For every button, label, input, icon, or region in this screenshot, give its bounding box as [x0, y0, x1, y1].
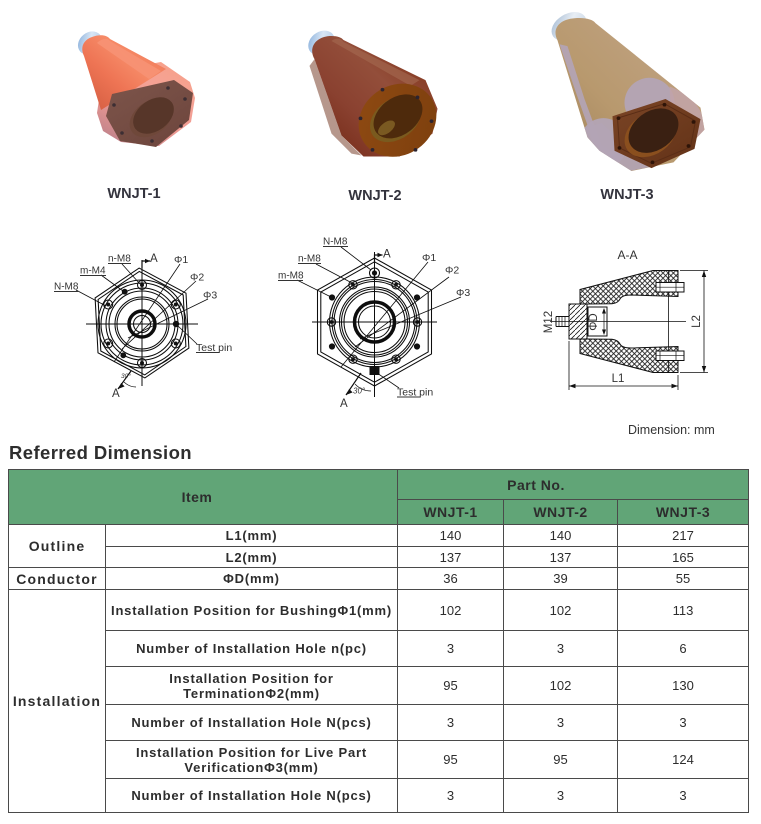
svg-text:30°: 30° [121, 372, 131, 380]
svg-text:30°: 30° [353, 387, 366, 396]
svg-text:ΦD: ΦD [588, 313, 600, 330]
svg-text:WNJT-2: WNJT-2 [348, 188, 401, 204]
svg-text:Φ2: Φ2 [445, 265, 459, 277]
svg-text:L2: L2 [691, 315, 703, 328]
svg-text:m-M4: m-M4 [80, 266, 106, 277]
svg-text:A: A [340, 398, 348, 410]
svg-text:Φ3: Φ3 [456, 287, 470, 299]
svg-text:Test pin: Test pin [196, 342, 232, 354]
svg-text:N-M8: N-M8 [54, 282, 79, 293]
svg-text:Φ2: Φ2 [190, 272, 204, 284]
svg-text:A: A [150, 253, 158, 265]
svg-text:WNJT-1: WNJT-1 [107, 186, 160, 202]
svg-text:Test pin: Test pin [397, 387, 433, 399]
svg-text:Dimension: mm: Dimension: mm [628, 423, 715, 437]
svg-text:Φ1: Φ1 [174, 254, 188, 266]
svg-text:Φ1: Φ1 [422, 252, 436, 264]
svg-text:n-M8: n-M8 [108, 254, 131, 265]
svg-text:A: A [383, 249, 391, 261]
svg-text:A: A [112, 388, 120, 400]
svg-text:n-M8: n-M8 [298, 254, 321, 265]
svg-text:A-A: A-A [617, 248, 637, 262]
svg-text:L1: L1 [612, 373, 625, 385]
svg-text:M12: M12 [543, 311, 555, 333]
svg-text:WNJT-3: WNJT-3 [600, 187, 653, 203]
svg-text:m-M8: m-M8 [278, 271, 304, 282]
svg-text:Φ3: Φ3 [203, 290, 217, 302]
svg-text:N-M8: N-M8 [323, 237, 348, 248]
